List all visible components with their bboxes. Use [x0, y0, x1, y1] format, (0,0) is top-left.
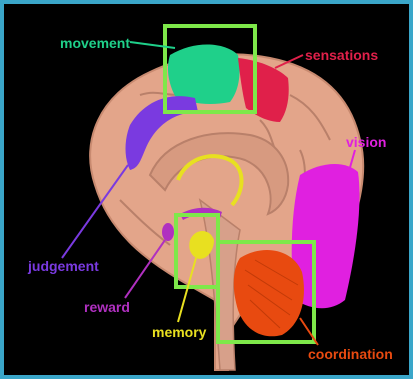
coordination-region [234, 250, 304, 336]
reward-label: reward [84, 299, 130, 315]
coordination-label: coordination [308, 346, 393, 362]
memory-label: memory [152, 324, 206, 340]
sensations-label: sensations [305, 47, 378, 63]
movement-leader-line [130, 42, 175, 48]
vision-label: vision [346, 134, 386, 150]
movement-label: movement [60, 35, 130, 51]
judgement-label: judgement [28, 258, 99, 274]
reward-region [162, 223, 174, 241]
movement-region [168, 44, 240, 104]
